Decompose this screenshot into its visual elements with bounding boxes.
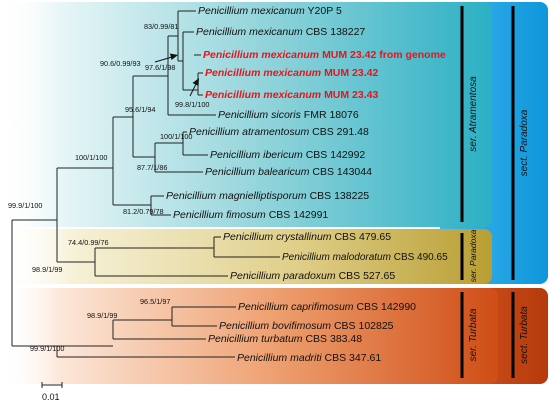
series-turbata-band (0, 288, 498, 384)
support-3: 97.6/1/98 (145, 63, 175, 72)
scale-bar-label: 0.01 (42, 392, 60, 402)
taxon-5: Penicillium mexicanum MUM 23.43 (205, 89, 378, 101)
support-9: 81.2/0.79/78 (123, 207, 164, 216)
series-atramentosa-band (0, 2, 492, 227)
tree-branches (11, 10, 280, 358)
taxon-4: Penicillium mexicanum MUM 23.42 (205, 67, 378, 79)
taxon-8: Penicillium ibericum CBS 142992 (210, 149, 365, 161)
support-2: 90.6/0.99/93 (100, 59, 141, 68)
support-6: 100/1/100 (75, 153, 107, 162)
support-13: 96.5/1/97 (140, 297, 170, 306)
taxon-2: Penicillium mexicanum CBS 138227 (196, 26, 365, 38)
label-ser-atramentosa: ser. Atramentosa (468, 76, 479, 152)
support-5: 95.6/1/94 (125, 105, 155, 114)
label-ser-paradoxa: ser. Paradoxa (468, 229, 478, 282)
taxon-14: Penicillium paradoxum CBS 527.65 (230, 270, 395, 282)
taxon-11: Penicillium fimosum CBS 142991 (173, 209, 328, 221)
taxon-16: Penicillium bovifimosum CBS 102825 (219, 320, 394, 332)
support-11: 98.9/1/99 (32, 265, 62, 274)
support-4: 99.8/1/100 (175, 100, 210, 109)
taxon-6: Penicillium sicoris FMR 18076 (218, 109, 359, 121)
support-7: 87.7/1/86 (137, 163, 167, 172)
taxon-7: Penicillium atramentosum CBS 291.48 (189, 126, 369, 138)
taxon-17: Penicillium turbatum CBS 383.48 (208, 333, 362, 345)
taxon-13: Penicillium malodoratum CBS 490.65 (282, 252, 448, 263)
arrows (154, 53, 199, 97)
support-12: 99.9/1/100 (8, 201, 43, 210)
label-ser-turbata: ser. Turbata (468, 308, 479, 361)
taxon-15: Penicillium caprifimosum CBS 142990 (238, 301, 416, 313)
taxon-10: Penicillium magnielliptisporum CBS 13822… (166, 190, 369, 202)
label-sect-turbata: sect. Turbata (519, 306, 530, 364)
support-1: 83/0.99/81 (144, 22, 179, 31)
support-8: 100/1/100 (160, 132, 192, 141)
taxon-12: Penicillium crystallinum CBS 479.65 (223, 231, 391, 243)
support-14: 98.9/1/99 (87, 311, 117, 320)
taxon-1: Penicillium mexicanum Y20P 5 (198, 5, 342, 17)
support-10: 74.4/0.99/76 (68, 238, 109, 247)
label-sect-paradoxa: sect. Paradoxa (519, 109, 530, 176)
support-15: 99.9/1/100 (30, 344, 65, 353)
scale-bar: 0.01 (41, 382, 63, 402)
taxon-18: Penicillium madriti CBS 347.61 (237, 352, 381, 364)
taxon-9: Penicillium balearicum CBS 143044 (205, 166, 372, 178)
taxon-3: Penicillium mexicanum MUM 23.42 from gen… (203, 49, 446, 61)
